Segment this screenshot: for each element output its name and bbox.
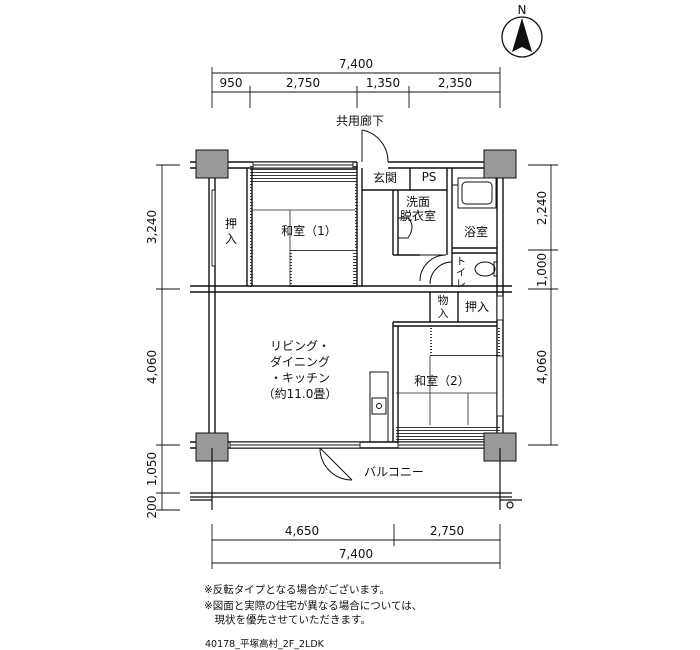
left-dimension-3: 1,050: [145, 452, 159, 486]
bottom-dimension-1: 4,650: [285, 524, 319, 538]
windows: [211, 161, 504, 449]
bathroom-label: 浴室: [464, 224, 488, 239]
right-dimension-3: 4,060: [535, 350, 549, 384]
storage-left-label-2: 入: [225, 232, 237, 246]
right-dimension-lines: [528, 164, 558, 446]
top-dimension-1: 950: [220, 76, 243, 90]
storage-right-label: 押入: [465, 300, 489, 314]
north-compass-icon: [501, 16, 543, 58]
drawing-caption: 40178_平塚高村_2F_2LDK: [205, 639, 324, 650]
washitsu-1-label: 和室（1）: [281, 223, 337, 238]
storage-left-label-1: 押: [225, 217, 237, 231]
tatami-room-1-pattern: [250, 165, 357, 289]
top-dimension-lines: [211, 67, 501, 108]
balcony-label: バルコニー: [364, 465, 424, 479]
washroom-label-1: 洗面: [406, 195, 430, 209]
washitsu-2-label: 和室（2）: [414, 373, 470, 388]
closet-label-1: 物: [438, 293, 449, 307]
right-dimension-1: 2,240: [535, 191, 549, 225]
bottom-total-dimension: 7,400: [339, 547, 373, 561]
toilet-label-1: ト: [456, 257, 466, 268]
ldk-label-3: ・キッチン: [270, 371, 330, 385]
top-dimension-4: 2,350: [438, 76, 472, 90]
toilet-label-3: レ: [456, 279, 466, 290]
top-total-dimension: 7,400: [339, 57, 373, 71]
washroom-label-2: 脱衣室: [400, 208, 436, 223]
right-dimension-2: 1,000: [535, 253, 549, 287]
left-dimension-lines: [156, 164, 180, 511]
corridor-label: 共用廊下: [336, 113, 384, 128]
entrance-label: 玄関: [373, 170, 397, 185]
note-reverse-type: ※反転タイプとなる場合がございます。: [204, 584, 390, 596]
bottom-dimension-lines: [211, 524, 501, 569]
ldk-label-2: ダイニング: [270, 354, 330, 369]
ldk-label-1: リビング・: [270, 339, 330, 353]
doors: [319, 129, 453, 481]
tatami-room-2-pattern: [396, 326, 500, 445]
top-dimension-3: 1,350: [366, 76, 400, 90]
compass-north-label: N: [518, 3, 527, 17]
top-dimension-2: 2,750: [286, 76, 320, 90]
fixtures: [369, 177, 498, 443]
left-dimension-4: 200: [145, 496, 159, 519]
bottom-dimension-2: 2,750: [430, 524, 464, 538]
balcony: [190, 448, 522, 510]
closet-label-2: 入: [438, 307, 449, 320]
note-difference: ※図面と実際の住宅が異なる場合については、: [204, 600, 423, 612]
left-dimension-1: 3,240: [145, 210, 159, 244]
left-dimension-2: 4,060: [145, 350, 159, 384]
ps-label: PS: [422, 170, 437, 184]
toilet-label-2: イ: [456, 268, 466, 279]
note-priority: 現状を優先させていただきます。: [204, 614, 371, 626]
ldk-label-4: （約11.0畳）: [263, 386, 338, 401]
